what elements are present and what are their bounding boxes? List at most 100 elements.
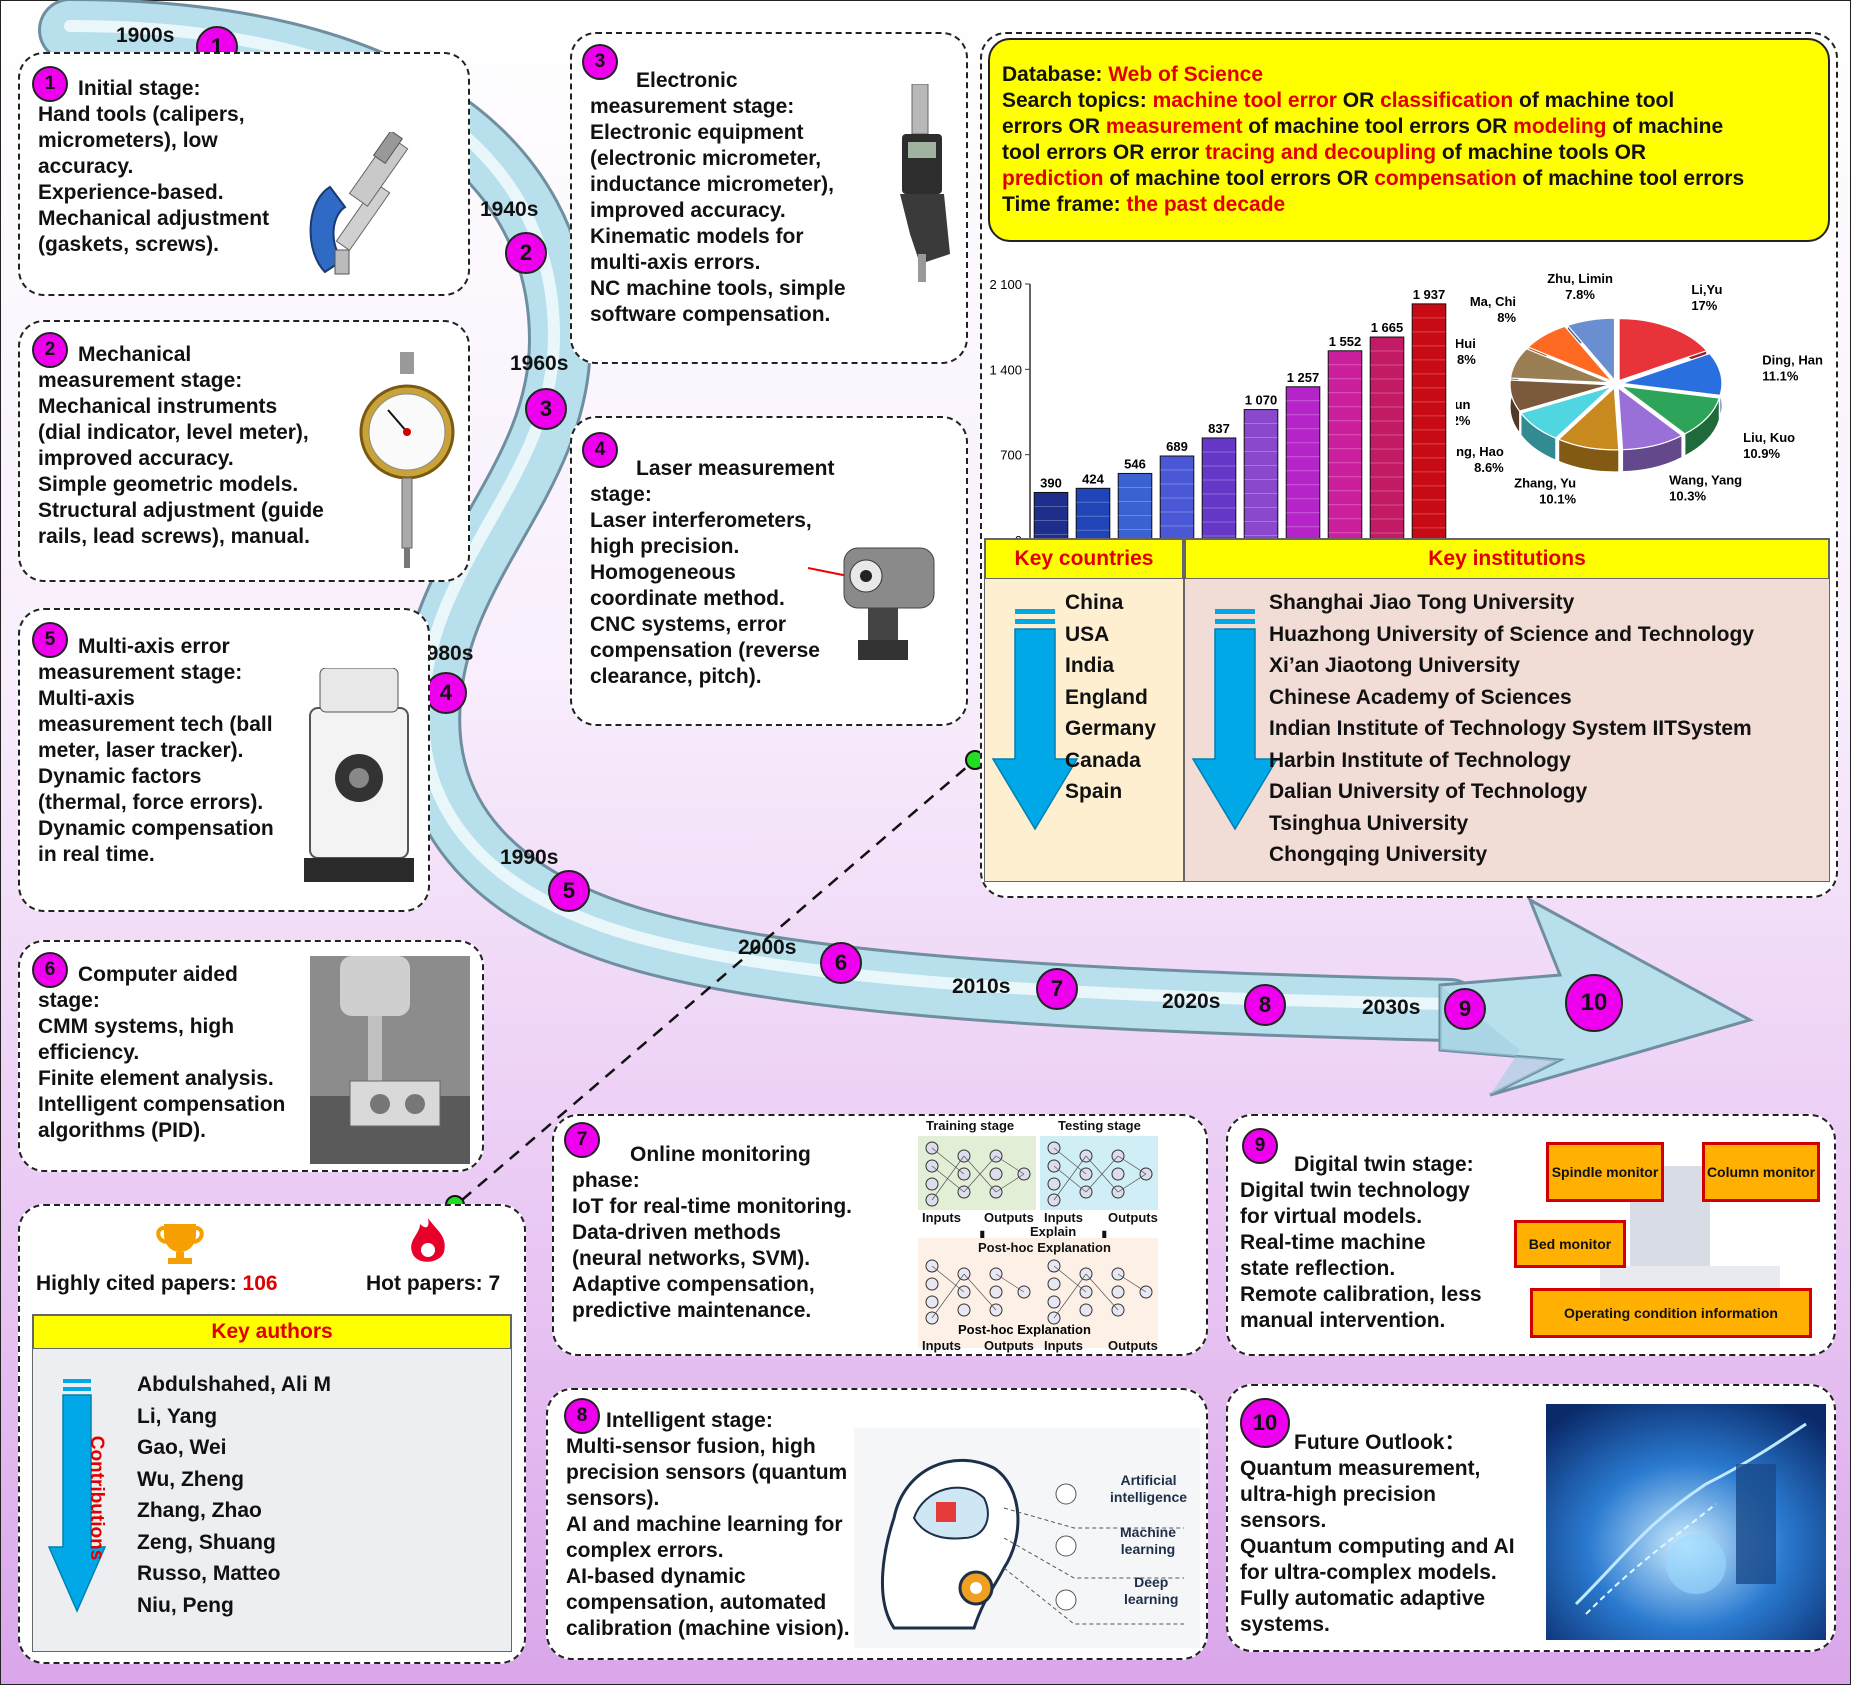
pie-slice	[1509, 348, 1611, 384]
key-authors-box: Key authors Contributions Abdulshahed, A…	[32, 1314, 512, 1652]
search-text: tool errors OR error	[1002, 141, 1206, 164]
outputs-label: Outputs	[1108, 1210, 1158, 1225]
pie-slice	[1527, 325, 1613, 382]
stage-badge: 1	[32, 66, 68, 102]
era-label: 1990s	[500, 846, 559, 869]
cmm-probe-photo	[310, 956, 470, 1164]
stage-badge: 4	[582, 432, 618, 468]
search-keyword: classification	[1380, 89, 1514, 112]
institutions-arrow-icon	[1191, 609, 1279, 831]
stage-5-panel: 5 Multi-axis error measurement stage:Mul…	[18, 608, 430, 912]
pie-percent-label: 8%	[1497, 310, 1516, 325]
training-stage-label: Training stage	[926, 1118, 1015, 1133]
stage-badge: 3	[582, 44, 618, 80]
bar-value-label: 1 665	[1371, 320, 1404, 335]
search-text: of machine tool errors OR	[1103, 167, 1375, 190]
bar-value-label: 390	[1040, 475, 1062, 490]
bar	[1033, 491, 1069, 541]
pie-label: Ma, Chi	[1470, 294, 1516, 309]
outputs-label: Outputs	[984, 1210, 1034, 1225]
stage-10-panel: 10 Future Outlook： Quantum measurement,u…	[1226, 1384, 1836, 1652]
milestone-badge: 7	[1036, 968, 1078, 1010]
bar	[1075, 487, 1111, 541]
stage-9-panel: 9 Digital twin stage: Digital twin techn…	[1226, 1114, 1836, 1356]
search-box: Database: Web of Science Search topics: …	[988, 38, 1830, 242]
pie-label: Wang, Yang	[1669, 472, 1742, 487]
contributions-label: Contributions	[86, 1435, 107, 1561]
bed-monitor-box: Bed monitor	[1514, 1220, 1626, 1268]
digital-micrometer-icon	[900, 84, 950, 282]
pie-label: Ding, Han	[1762, 353, 1823, 368]
key-authors-header: Key authors	[33, 1315, 511, 1349]
countries-arrow-icon	[991, 609, 1079, 831]
era-label: 2030s	[1362, 996, 1421, 1019]
operating-condition-box: Operating condition information	[1530, 1288, 1812, 1338]
search-topics: tool errors OR error tracing and decoupl…	[1002, 140, 1828, 166]
dial-indicator-icon	[359, 352, 455, 568]
milestone-badge: 4	[425, 672, 467, 714]
pie-percent-label: 10.9%	[1743, 446, 1780, 461]
milestone-badge: 9	[1444, 988, 1486, 1030]
inputs-label: Inputs	[1044, 1338, 1083, 1353]
pie-label: Zhu, Limin	[1547, 271, 1613, 286]
pie-label: Li,Yu	[1691, 282, 1722, 297]
stage-text: Digital twin stage: Digital twin technol…	[1240, 1153, 1482, 1332]
column-monitor-box: Column monitor	[1702, 1142, 1820, 1202]
pie-slice	[1621, 352, 1723, 397]
stage-badge: 2	[32, 332, 68, 368]
pie-percent-label: 8%	[1457, 352, 1476, 367]
outputs-label: Outputs	[1108, 1338, 1158, 1353]
pie-slice	[1509, 379, 1611, 412]
stage-text: Online monitoring phase:IoT for real-tim…	[572, 1143, 853, 1322]
search-keyword: compensation	[1374, 167, 1517, 190]
search-db: Database: Web of Science	[1002, 63, 1264, 86]
stage-text: Computer aided stage:CMM systems, high e…	[38, 963, 286, 1142]
stage-text: Intelligent stage: Multi-sensor fusion, …	[566, 1409, 850, 1640]
search-topics: errors OR measurement of machine tool er…	[1002, 114, 1828, 140]
spindle-monitor-box: Spindle monitor	[1546, 1142, 1664, 1202]
pie-percent-label: 7.8%	[1565, 287, 1595, 302]
bar	[1327, 350, 1363, 541]
search-keyword: tracing and decoupling	[1205, 141, 1437, 164]
pie-percent-label: 10.3%	[1669, 488, 1706, 503]
search-text: of machine tool	[1513, 89, 1675, 112]
outputs-label: Outputs	[984, 1338, 1034, 1353]
stage-8-panel: 8 Intelligent stage: Multi-sensor fusion…	[546, 1388, 1208, 1660]
bar-value-label: 546	[1124, 456, 1146, 471]
pie-label: Yang, Yun	[1456, 397, 1471, 412]
search-keyword: prediction	[1002, 167, 1104, 190]
search-text: OR	[1336, 89, 1381, 112]
inputs-label: Inputs	[922, 1210, 961, 1225]
authors-panel: Highly cited papers: 106 Hot papers: 7 K…	[18, 1204, 526, 1664]
key-institutions-header: Key institutions	[1185, 539, 1829, 579]
stage-text: Laser measurement stage:Laser interferom…	[590, 457, 835, 688]
contributions-arrow-icon	[47, 1379, 107, 1613]
stage-text: Multi-axis error measurement stage:Multi…	[38, 635, 274, 866]
bar-value-label: 689	[1166, 439, 1188, 454]
pie-slice	[1519, 386, 1612, 439]
bar-value-label: 1 552	[1329, 334, 1362, 349]
laser-interferometer-icon	[808, 547, 935, 660]
posthoc-label: Post-hoc Explanation	[958, 1322, 1091, 1337]
stage-text: Mechanical measurement stage:Mechanical …	[38, 343, 324, 548]
pie-percent-label: 8.2%	[1456, 413, 1471, 428]
stage-3-panel: 3 Electronic measurement stage:Electroni…	[570, 32, 968, 364]
quantum-lab-image	[1546, 1404, 1826, 1640]
stage-badge: 10	[1240, 1398, 1290, 1448]
y-tick-label: 1 400	[989, 362, 1022, 377]
pie-label: Liu, Hui	[1456, 336, 1476, 351]
stage-text: Electronic measurement stage:Electronic …	[590, 69, 846, 326]
search-text: of machine tool errors OR	[1242, 115, 1514, 138]
bar	[1243, 409, 1279, 541]
inputs-label: Inputs	[1044, 1210, 1083, 1225]
bar	[1285, 386, 1321, 541]
bar-value-label: 1 937	[1413, 287, 1446, 302]
era-label: 2000s	[738, 936, 797, 959]
